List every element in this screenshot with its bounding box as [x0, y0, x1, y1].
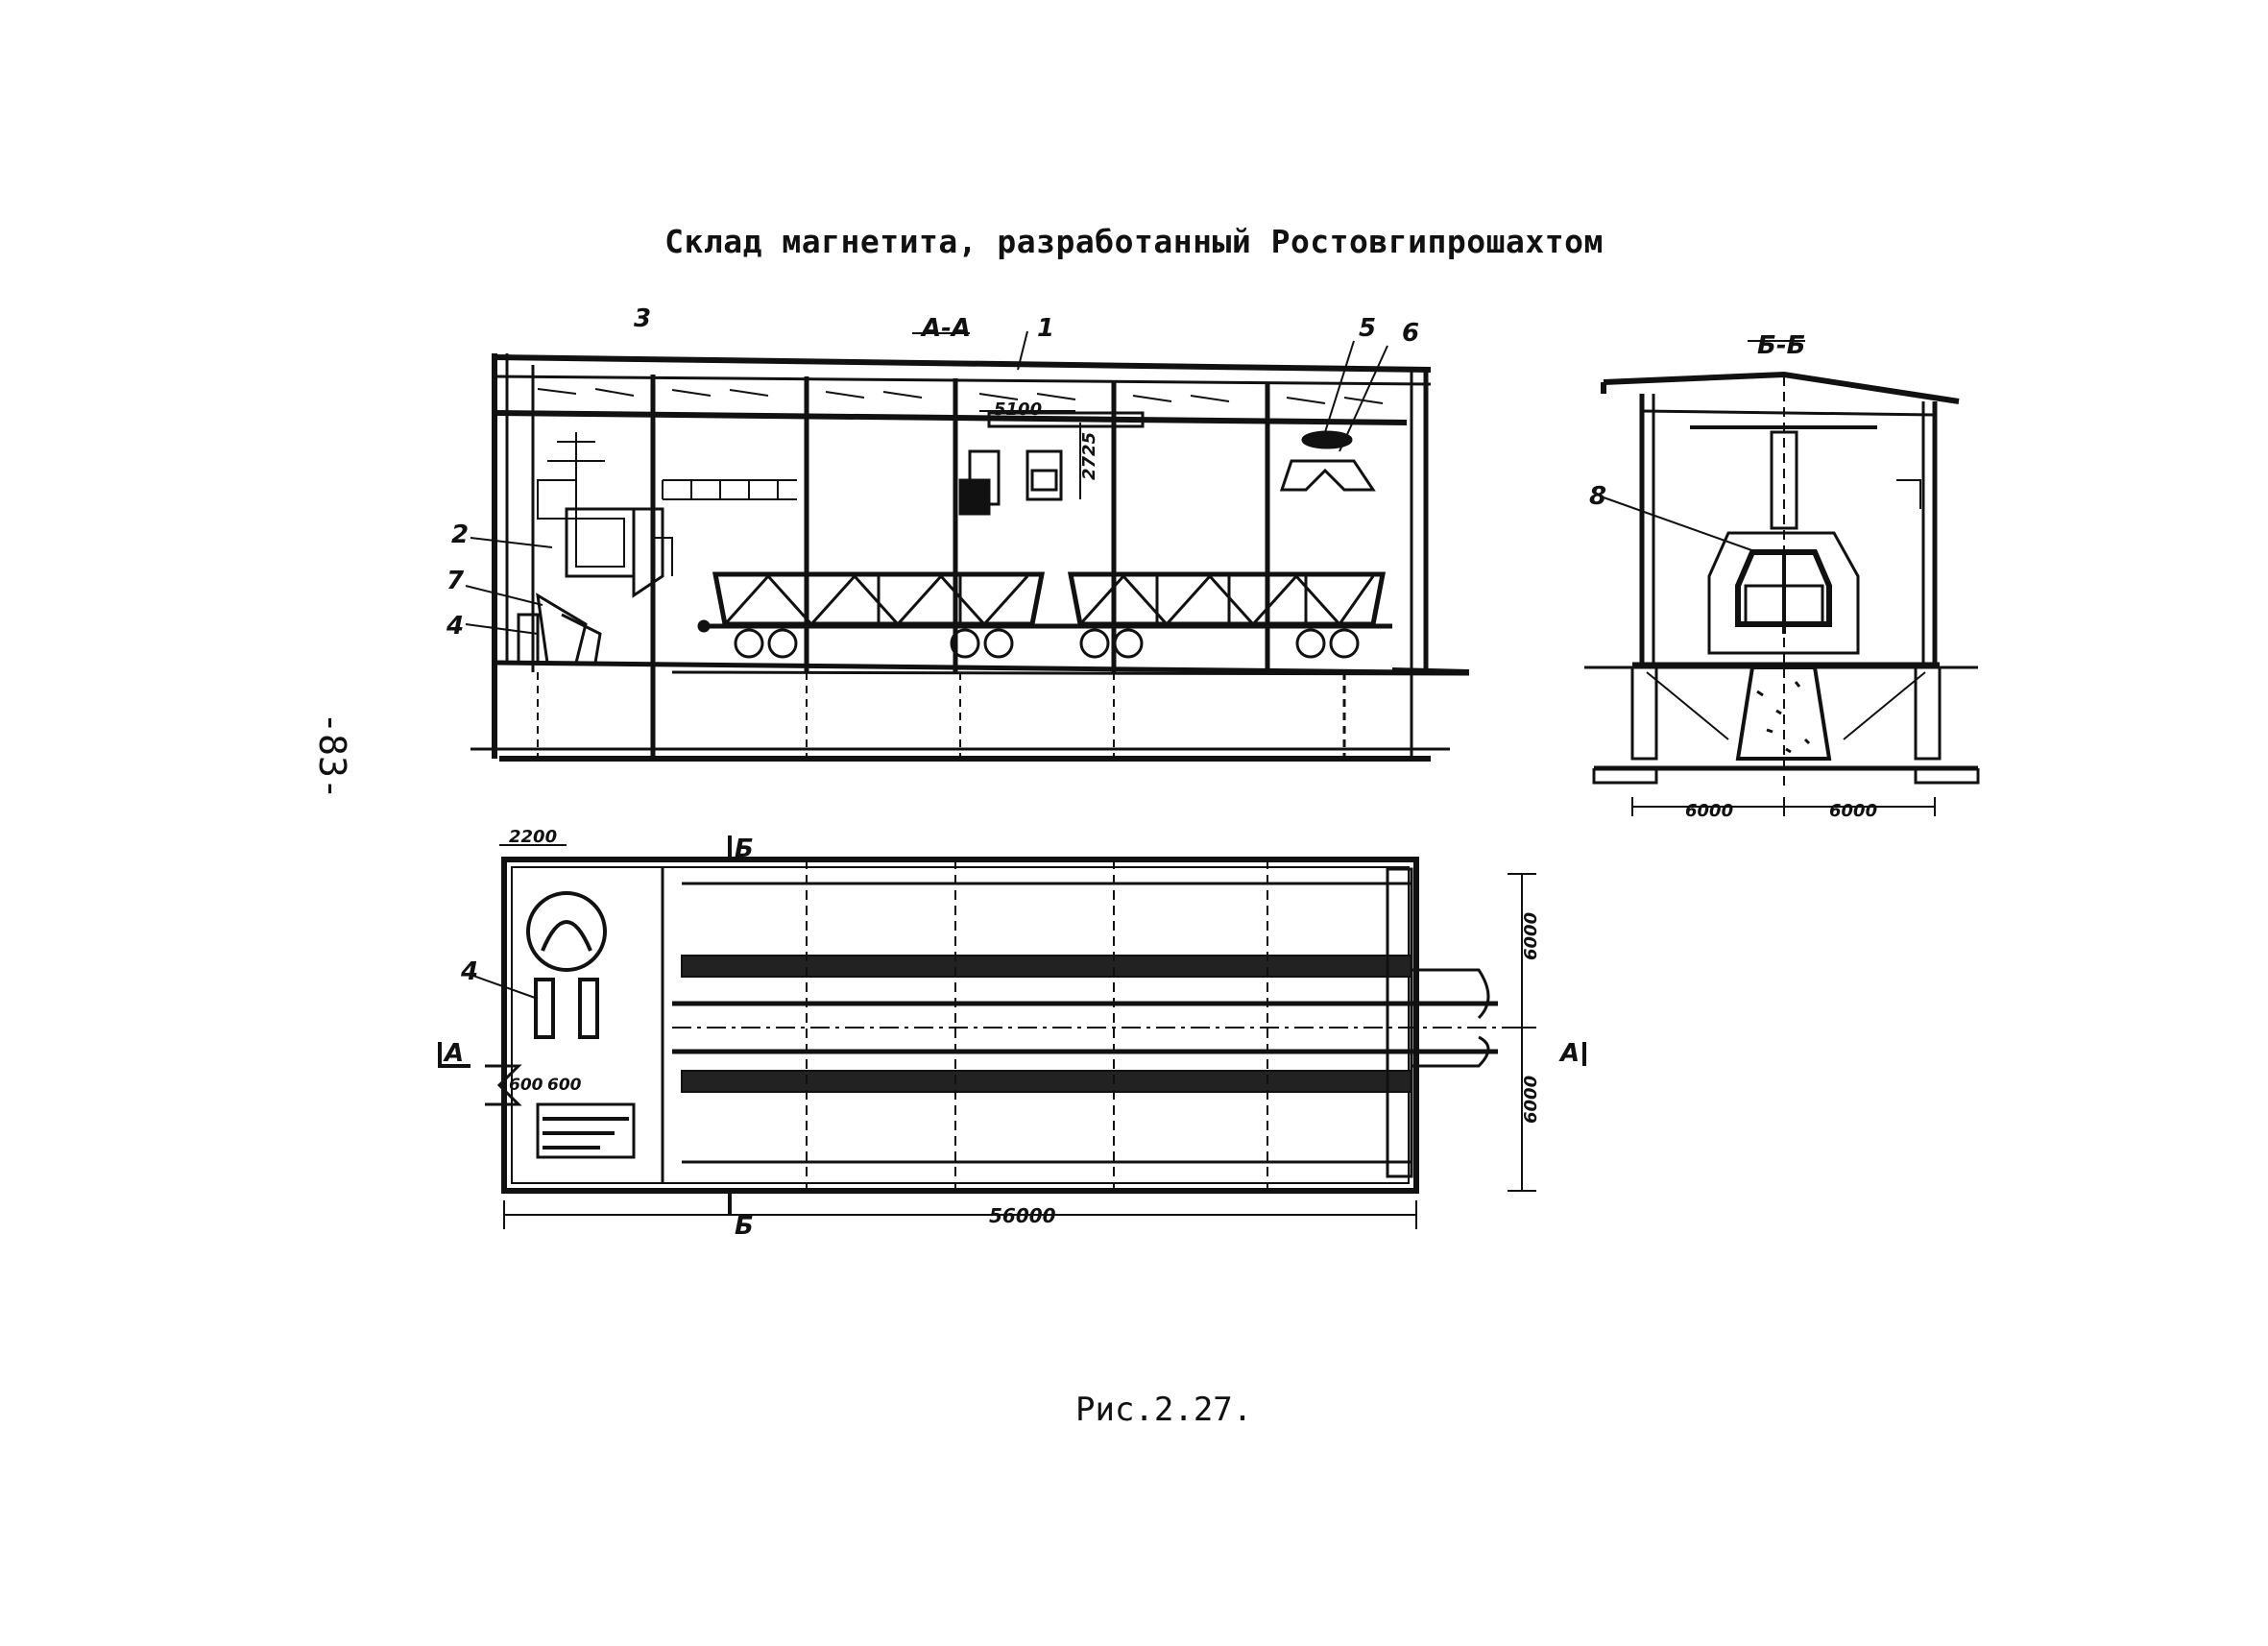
- callout-3: 3: [634, 304, 651, 333]
- dim-bb-right: 6000: [1829, 801, 1877, 821]
- dim-5100: 5100: [994, 399, 1042, 420]
- cut-a-left: А: [443, 1039, 464, 1068]
- dim-2725: 2725: [1079, 432, 1099, 480]
- cut-b-bottom: Б: [735, 1212, 754, 1241]
- dim-bb-left: 6000: [1685, 801, 1733, 821]
- dim-2200: 2200: [509, 827, 557, 847]
- callout-7: 7: [446, 567, 465, 595]
- callout-6: 6: [1402, 319, 1419, 348]
- plan-view: [438, 835, 1586, 1229]
- dim-600-a: 600: [509, 1076, 543, 1095]
- callout-4-aa: 4: [446, 612, 464, 641]
- dim-56000: 56000: [989, 1204, 1056, 1227]
- section-bb: [1584, 340, 1980, 816]
- dim-right-top: 6000: [1521, 912, 1541, 960]
- section-aa-elevation: [465, 330, 1470, 762]
- section-bb-label: Б-Б: [1757, 331, 1805, 360]
- callout-2: 2: [451, 520, 469, 549]
- callout-4-plan: 4: [460, 957, 478, 986]
- callout-5: 5: [1359, 314, 1376, 343]
- section-aa-label: А-А: [920, 314, 971, 343]
- cut-a-right: А: [1558, 1039, 1580, 1068]
- figure-caption: Рис.2.27.: [1075, 1391, 1253, 1429]
- dim-600-b: 600: [547, 1076, 582, 1095]
- dim-right-bottom: 6000: [1521, 1076, 1541, 1124]
- callout-1: 1: [1037, 314, 1054, 343]
- wagon-left: [701, 571, 1056, 659]
- wagon-right: [1056, 571, 1392, 659]
- figure-title: Склад магнетита, разработанный Ростовгип…: [664, 223, 1604, 260]
- cut-b-top: Б: [735, 835, 754, 863]
- callout-8: 8: [1589, 482, 1606, 511]
